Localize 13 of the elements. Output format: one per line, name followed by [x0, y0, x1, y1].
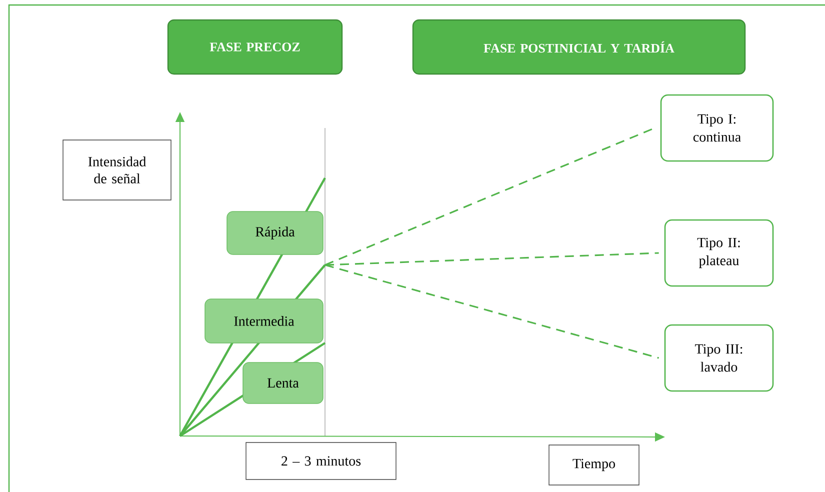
label-box: 2 – 3 minutos [246, 442, 396, 480]
dashed-line [324, 252, 659, 266]
label-box: Tiempo [548, 444, 640, 486]
rate-box: Intermedia [204, 298, 324, 344]
header-box: FASE POSTINICIAL Y TARDÍA [412, 19, 746, 75]
label-box: Intensidad de señal [62, 140, 172, 200]
type-box: Tipo III: lavado [664, 324, 774, 392]
type-box: Tipo I: continua [660, 94, 774, 162]
header-box: FASE PRECOZ [167, 19, 343, 75]
dashed-line [324, 264, 660, 359]
rate-box: Lenta [242, 362, 324, 404]
type-box: Tipo II: plateau [664, 219, 774, 287]
rate-box: Rápida [226, 211, 324, 255]
